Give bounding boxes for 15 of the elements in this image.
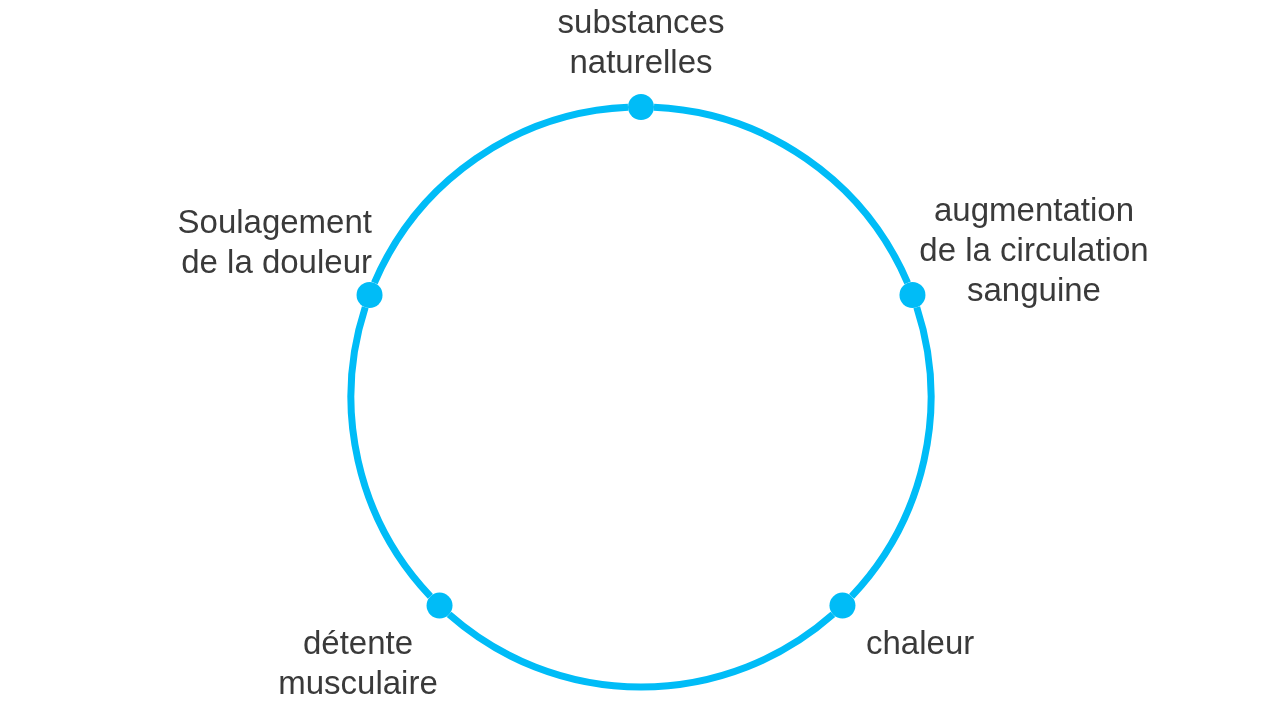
ring-arc — [446, 611, 836, 691]
node-label: augmentation de la circulation sanguine — [918, 190, 1150, 310]
ring-arc — [347, 306, 434, 599]
node-label: détente musculaire — [277, 623, 439, 703]
node-label: chaleur — [866, 623, 976, 663]
ring-arc — [371, 103, 629, 285]
node-label: substances naturelles — [556, 2, 726, 82]
ring-arc — [653, 103, 911, 285]
node-label: Soulagement de la douleur — [176, 202, 372, 282]
dot-marker — [628, 94, 654, 120]
dot-marker — [899, 281, 926, 308]
dot-marker — [426, 592, 453, 619]
dot-marker — [356, 281, 383, 308]
ring-arc — [848, 306, 935, 599]
dot-marker — [829, 592, 856, 619]
